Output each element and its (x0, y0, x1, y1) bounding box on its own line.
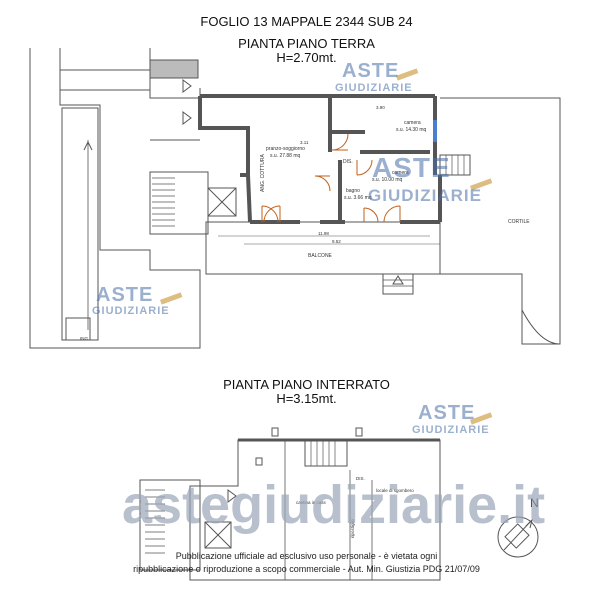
room-area-camera-2: s.u. 10.00 mq (372, 177, 403, 183)
gavel-icon (159, 68, 493, 425)
label-angolo-cottura: ANG. COTTURA (260, 154, 266, 192)
stairwell (149, 171, 209, 235)
watermark-site: astegiudiziarie.it (122, 475, 546, 535)
dimension-room-top: 3.90 (376, 105, 385, 110)
watermark-aste-top: ASTE (342, 60, 400, 82)
basement-height: H=3.15mt. (276, 391, 337, 406)
label-basement-dis: DIS. (356, 476, 365, 481)
north-compass-icon (497, 516, 539, 558)
ground-floor-height: H=2.70mt. (276, 50, 337, 65)
footer-line-1: Pubblicazione ufficiale ad esclusivo uso… (175, 551, 438, 561)
room-area-soggiorno: s.u. 27.88 mq (270, 153, 301, 159)
footer-line-2: ripubblicazione o riproduzione a scopo c… (133, 564, 480, 574)
watermark-aste-left: ASTE (96, 284, 154, 306)
dimension-outer: 11.98 (318, 231, 329, 236)
label-balcone: BALCONE (308, 253, 332, 259)
dimension-inner: 9.52 (332, 239, 341, 244)
basement-stairwell (139, 479, 201, 571)
ground-floor-title: PIANTA PIANO TERRA (238, 36, 375, 51)
watermark-giudiziarie-basement: GIUDIZIARIE (412, 424, 490, 436)
elevator (207, 187, 237, 217)
room-label-camera-2: camera (392, 170, 409, 176)
watermark-giudiziarie-mid: GIUDIZIARIE (368, 186, 482, 205)
watermark-giudiziarie-top: GIUDIZIARIE (335, 82, 413, 94)
label-locale-sgombero: locale di sgombero (376, 488, 414, 493)
room-area-bagno: s.u. 3.66 mq (344, 195, 372, 201)
room-label-bagno: bagno (346, 188, 360, 194)
sheet-title: FOGLIO 13 MAPPALE 2344 SUB 24 (200, 14, 413, 29)
watermark-aste-mid: ASTE (372, 152, 451, 183)
basement-title: PIANTA PIANO INTERRATO (223, 377, 390, 392)
label-cortile: CORTILE (508, 219, 530, 225)
balcony (205, 221, 441, 275)
watermark-giudiziarie-left: GIUDIZIARIE (92, 305, 170, 317)
room-area-camera-1: s.u. 14.30 mq (396, 127, 427, 133)
label-ing: ING. (80, 336, 90, 341)
watermark-aste-basement: ASTE (418, 402, 476, 424)
left-wing-outline (29, 48, 201, 349)
dimension-room-mid: 3.11 (300, 140, 309, 145)
room-label-camera-1: camera (404, 120, 421, 126)
room-label-soggiorno: pranzo-soggiorno (266, 146, 305, 152)
label-cantina: cantina in cass (296, 500, 326, 505)
north-label: N (530, 496, 539, 510)
label-dis: DIS. (343, 159, 353, 165)
courtyard-outline (440, 97, 561, 345)
